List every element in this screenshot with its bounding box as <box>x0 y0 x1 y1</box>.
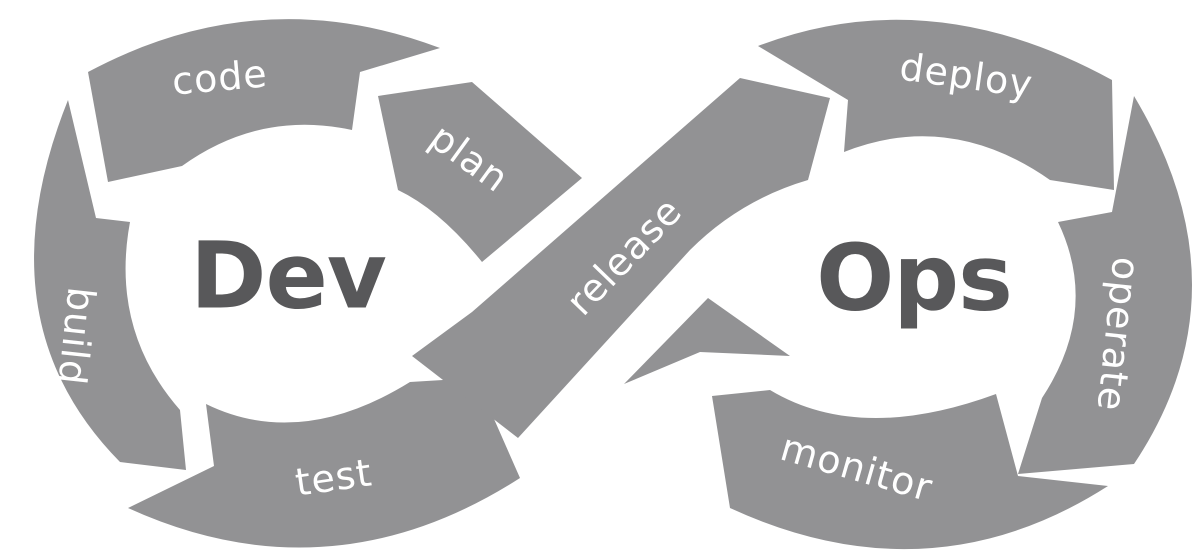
code-label: code <box>170 51 269 103</box>
build-segment <box>34 100 186 470</box>
ops-title: Ops <box>816 224 1012 331</box>
ops-loop <box>624 19 1192 550</box>
code-segment <box>88 19 440 182</box>
dev-loop <box>34 19 582 548</box>
dev-title: Dev <box>190 222 386 329</box>
deploy-segment <box>758 19 1114 191</box>
release-segment <box>412 78 830 438</box>
test-segment <box>128 378 520 548</box>
operate-segment <box>1018 96 1192 474</box>
build-label: build <box>49 285 103 388</box>
plan-segment <box>378 82 582 262</box>
test-label: test <box>292 450 374 504</box>
monitor-segment <box>712 390 1108 550</box>
monitor-arrow-head <box>624 298 790 384</box>
